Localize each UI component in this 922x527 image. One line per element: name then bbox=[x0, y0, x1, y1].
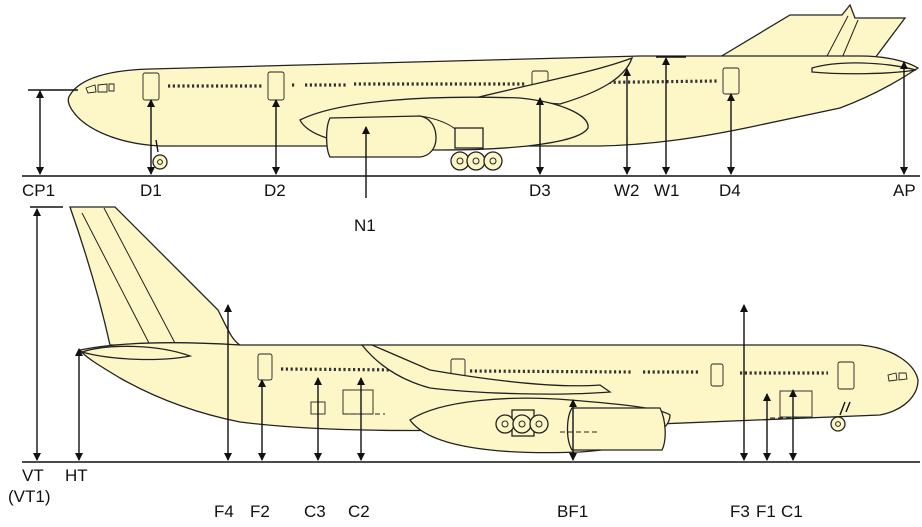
label-w1: W1 bbox=[654, 181, 680, 200]
bottom-dimension-arrows bbox=[33, 208, 797, 461]
label-f4: F4 bbox=[214, 502, 234, 521]
label-cp1: CP1 bbox=[22, 181, 55, 200]
label-c2: C2 bbox=[348, 502, 370, 521]
label-d2: D2 bbox=[264, 181, 286, 200]
label-f3: F3 bbox=[730, 502, 750, 521]
label-ap: AP bbox=[893, 181, 916, 200]
label-vt1: (VT1) bbox=[8, 487, 51, 506]
label-ht: HT bbox=[65, 466, 88, 485]
top-dimension-arrows bbox=[36, 57, 908, 198]
label-f2: F2 bbox=[250, 502, 270, 521]
label-w2: W2 bbox=[614, 181, 640, 200]
label-c3: C3 bbox=[304, 502, 326, 521]
label-n1: N1 bbox=[354, 216, 376, 235]
top-aircraft bbox=[67, 3, 920, 171]
top-main-gear bbox=[450, 127, 503, 171]
bottom-main-gear bbox=[495, 409, 549, 437]
label-vt: VT bbox=[22, 466, 44, 485]
label-d3: D3 bbox=[529, 181, 551, 200]
bottom-vertical-tail bbox=[69, 206, 243, 346]
top-engine bbox=[325, 115, 437, 158]
bottom-engine bbox=[566, 407, 666, 451]
label-d4: D4 bbox=[719, 181, 741, 200]
label-f1: F1 bbox=[756, 502, 776, 521]
label-c1: C1 bbox=[781, 502, 803, 521]
bottom-nose-gear bbox=[830, 401, 851, 432]
bottom-aircraft bbox=[69, 206, 919, 454]
label-d1: D1 bbox=[140, 181, 162, 200]
label-bf1: BF1 bbox=[557, 502, 588, 521]
